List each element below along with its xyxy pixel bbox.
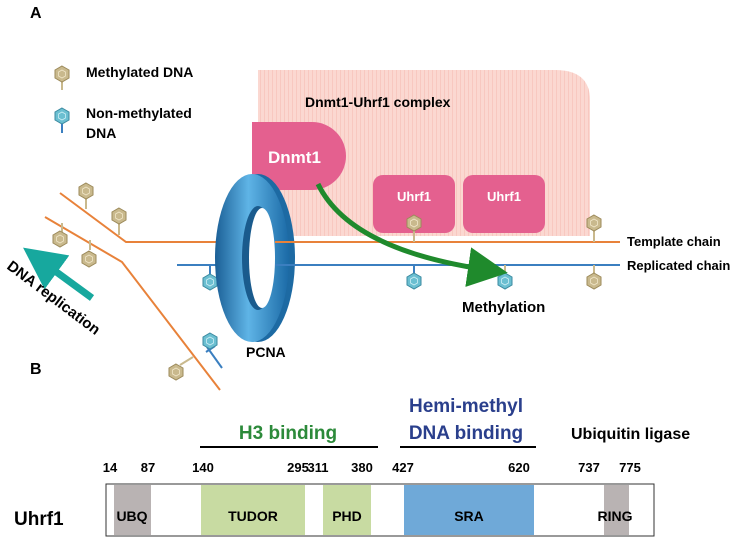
replication-arrow (23, 247, 95, 301)
uhrf1-box-2 (463, 175, 545, 233)
template-chain-label: Template chain (627, 234, 721, 249)
hemi-methyl-label-line2: DNA binding (409, 423, 523, 444)
uhrf1-box-1 (373, 175, 455, 233)
ubiquitin-ligase-label: Ubiquitin ligase (571, 426, 690, 443)
methylation-label: Methylation (462, 299, 545, 316)
replicated-chain-label: Replicated chain (627, 258, 730, 273)
domain-ubq (114, 485, 151, 535)
pos-775: 775 (619, 460, 641, 475)
pcna-ring (215, 174, 295, 342)
protein-bar (105, 483, 655, 537)
dnmt1-shape (252, 122, 346, 190)
position-numbers: 14 87 140 295 311 380 427 620 737 775 (103, 460, 641, 475)
non-methylated-dna-icon (54, 107, 70, 125)
hemi-methyl-label-line1: Hemi-methyl (409, 396, 523, 417)
methylation-arrow (315, 182, 508, 287)
domain-phd-label: PHD (332, 508, 362, 524)
pos-140: 140 (192, 460, 214, 475)
pos-380: 380 (351, 460, 373, 475)
complex-title: Dnmt1-Uhrf1 complex (305, 94, 451, 110)
dnmt1-label: Dnmt1 (268, 148, 321, 167)
domain-ring-label: RING (598, 508, 633, 524)
pos-620: 620 (508, 460, 530, 475)
template-methyl-marks (52, 182, 602, 381)
domain-tudor (201, 485, 305, 535)
methylated-dna-icon (54, 65, 70, 83)
template-strand (44, 192, 620, 391)
legend: Methylated DNA Non-methylated DNA (54, 64, 193, 141)
pos-311: 311 (308, 460, 329, 475)
h3-binding-label: H3 binding (239, 423, 337, 444)
pos-87: 87 (141, 460, 155, 475)
panel-a-label: A (30, 5, 42, 22)
pos-427: 427 (392, 460, 414, 475)
domain-ring (604, 485, 629, 535)
domain-tudor-label: TUDOR (228, 508, 278, 524)
domain-phd (323, 485, 371, 535)
legend-methylated-label: Methylated DNA (86, 64, 193, 80)
domain-sra-label: SRA (454, 508, 484, 524)
domain-sra (404, 485, 534, 535)
panel-b-label: B (30, 361, 42, 378)
pos-295: 295 (287, 460, 309, 475)
pcna-label: PCNA (246, 344, 286, 360)
uhrf1-label-1: Uhrf1 (397, 189, 431, 204)
pos-737: 737 (578, 460, 600, 475)
uhrf1-label-2: Uhrf1 (487, 189, 521, 204)
domain-ubq-label: UBQ (116, 508, 147, 524)
pos-14: 14 (103, 460, 118, 475)
legend-nonmethylated-line1: Non-methylated (86, 105, 192, 121)
protein-name: Uhrf1 (14, 509, 64, 530)
legend-nonmethylated-line2: DNA (86, 125, 116, 141)
